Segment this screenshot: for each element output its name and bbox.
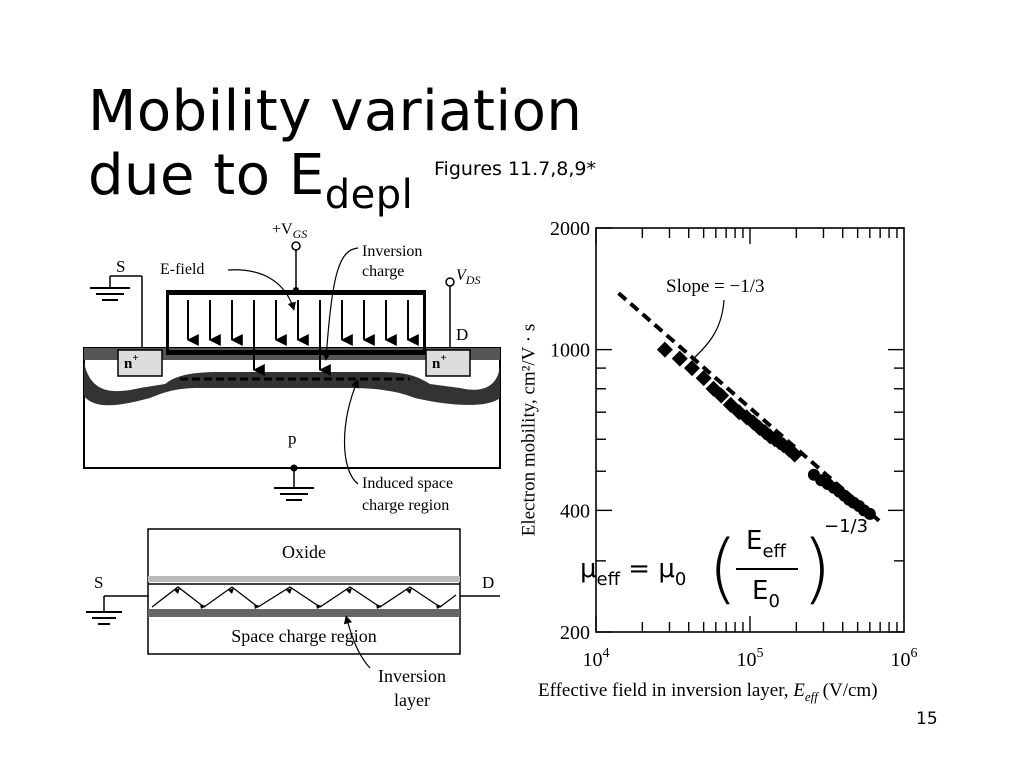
- x-tick-label: 104: [583, 646, 610, 671]
- chart-points: [656, 341, 876, 520]
- source-label: S: [116, 257, 125, 276]
- depletion-region: [84, 362, 500, 406]
- y-tick-label: 400: [560, 500, 590, 522]
- space-charge-boundary: [148, 609, 460, 617]
- page-number: 15: [916, 709, 938, 729]
- title-line-2-subscript: depl: [324, 172, 414, 218]
- channel-source-label: S: [94, 573, 103, 592]
- data-point-circle: [863, 507, 876, 520]
- drain-terminal: [445, 277, 455, 287]
- efield-arrows: [186, 300, 419, 376]
- formula-mu0-sub: 0: [674, 569, 687, 590]
- formula-left-paren: (: [708, 523, 738, 612]
- formula-fraction-bar: [736, 568, 798, 570]
- drain-label: D: [456, 325, 468, 344]
- data-point-diamond: [695, 370, 712, 387]
- data-point-diamond: [683, 360, 700, 377]
- channel-box: [147, 528, 461, 655]
- formula-mu: μ: [580, 554, 597, 584]
- substrate-ground-symbol: [274, 487, 314, 501]
- slope-leader-line: [691, 299, 725, 361]
- svg-text:n+: n+: [124, 352, 139, 372]
- space-charge-region-label: Space charge region: [231, 626, 377, 646]
- title-line-2: due to E: [88, 143, 325, 208]
- gate-terminal: [291, 241, 301, 251]
- source-n-sup: +: [132, 352, 138, 364]
- y-tick-label: 200: [560, 622, 590, 644]
- data-point-diamond: [656, 341, 673, 358]
- data-point-diamond: [786, 446, 803, 463]
- y-tick-label: 1000: [550, 340, 590, 362]
- formula-mu-sub: eff: [596, 569, 621, 590]
- data-point-diamond: [671, 350, 688, 367]
- data-point-diamond: [713, 387, 730, 404]
- vgs-label: +VGS: [272, 221, 307, 241]
- x-tick-label: 105: [737, 646, 764, 671]
- svg-text:n+: n+: [432, 352, 447, 372]
- inversion-label-line1: Inversion: [362, 243, 422, 260]
- efield-label: E-field: [160, 261, 204, 278]
- formula-equals: = μ: [620, 554, 675, 584]
- inversion-layer-label-line1: Inversion: [378, 666, 446, 686]
- vds-label: VDS: [456, 267, 480, 287]
- y-tick-label: 2000: [550, 218, 590, 240]
- slope-annotation: Slope = −1/3: [666, 276, 765, 297]
- x-axis-label: Effective field in inversion layer, Eeff…: [538, 680, 878, 704]
- formula-exponent: −1/3: [824, 516, 869, 537]
- drain-n-plus: [425, 349, 471, 377]
- inversion-layer-label-line2: layer: [394, 690, 430, 710]
- mobility-formula: μeff = μ0 ( Eeff E0 ) −1/3: [580, 516, 868, 616]
- x-tick-label: 106: [891, 646, 918, 671]
- drain-n-label: n: [432, 356, 441, 372]
- source-n-plus: [117, 349, 163, 377]
- gate-oxide-bottom: [166, 350, 426, 355]
- oxide-label: Oxide: [282, 542, 326, 562]
- channel-ground-symbol: [86, 611, 122, 625]
- title-line-1: Mobility variation: [88, 79, 583, 144]
- y-axis-label: Electron mobility, cm²/V · s: [518, 324, 539, 537]
- space-charge-label-line2: charge region: [362, 497, 449, 514]
- figure-reference: Figures 11.7,8,9*: [434, 158, 597, 180]
- oxide-interface-band: [148, 576, 460, 582]
- formula-numerator: Eeff: [746, 526, 786, 562]
- chart-ticks: [595, 227, 904, 633]
- slide-title: Mobility variation due to Edepl: [88, 80, 582, 227]
- electron-zigzag-path: [151, 586, 457, 609]
- formula-right-paren: ): [802, 523, 832, 612]
- space-charge-label-line1: Induced space: [362, 475, 453, 492]
- channel-drain-label: D: [482, 573, 494, 592]
- source-ground-symbol: [90, 287, 130, 301]
- formula-denominator: E0: [752, 576, 780, 612]
- drain-n-sup: +: [440, 352, 446, 364]
- source-n-label: n: [124, 356, 133, 372]
- inversion-label-line2: charge: [362, 263, 404, 280]
- substrate-label: p: [288, 429, 297, 448]
